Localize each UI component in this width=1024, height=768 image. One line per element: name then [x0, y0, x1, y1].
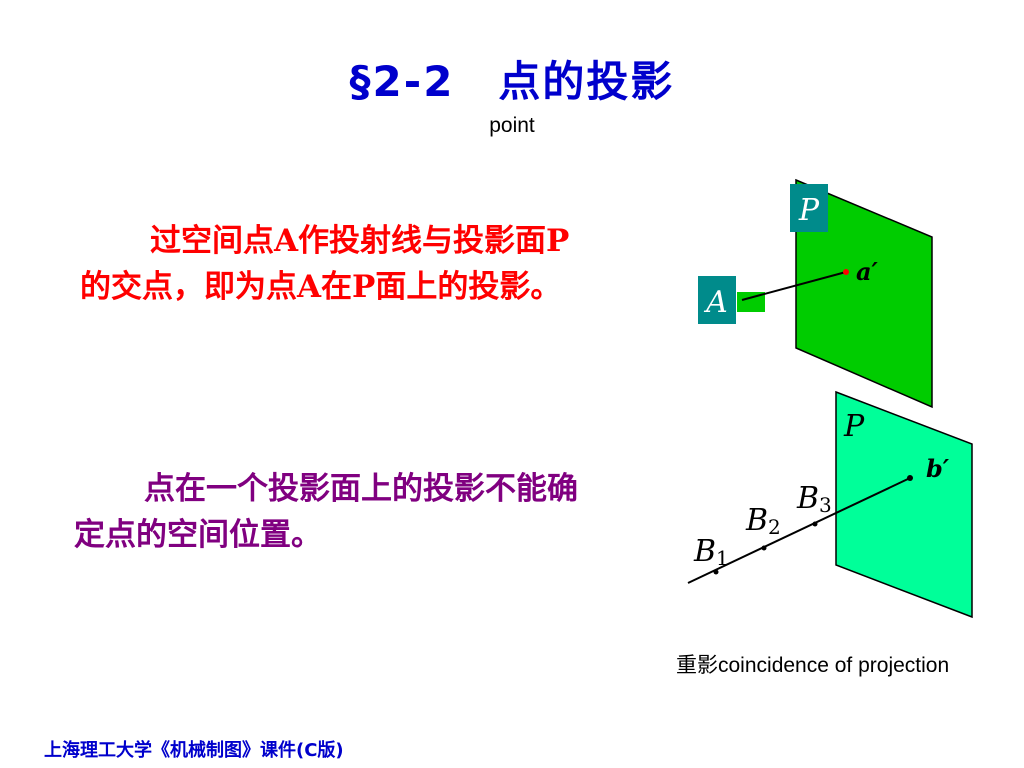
point-a-block — [737, 292, 765, 312]
page-subtitle: point — [489, 114, 535, 137]
projection-definition-text: 过空间点A作投射线与投影面P的交点，即为点A在P面上的投影。 — [80, 218, 600, 310]
label-b3: B3 — [796, 481, 832, 517]
caption-english: coincidence of projection — [718, 654, 950, 677]
projection-point-b — [907, 475, 913, 481]
projection-point-a — [843, 269, 849, 275]
projection-ray-b — [687, 477, 911, 584]
label-b-prime: b′ — [926, 454, 950, 483]
figure-points-b: P b′ B1 B2 B3 — [687, 390, 973, 619]
label-box-a — [698, 276, 736, 324]
plane-p-lower — [835, 390, 973, 619]
label-box-p-upper — [790, 184, 828, 232]
plane-p-upper — [795, 178, 933, 409]
label-b2: B2 — [745, 503, 781, 539]
label-b1: B1 — [693, 534, 729, 570]
label-a: A — [703, 285, 728, 320]
page-title: §2-2 点的投影 — [349, 57, 675, 106]
footer-course-credit: 上海理工大学《机械制图》课件(C版) — [44, 740, 344, 761]
projection-ray-a — [741, 271, 847, 301]
coincidence-note-text: 点在一个投影面上的投影不能确定点的空间位置。 — [74, 466, 604, 558]
figure-point-a: P A a′ — [698, 178, 933, 409]
label-p-lower: P — [843, 409, 865, 444]
definition-text: 过空间点A作投射线与投影面P的交点，即为点A在P面上的投影。 — [80, 223, 570, 305]
label-a-prime: a′ — [856, 257, 879, 286]
caption-chinese: 重影 — [676, 653, 718, 677]
point-b3 — [812, 521, 818, 527]
point-b1 — [713, 569, 719, 575]
label-p-upper: P — [798, 193, 820, 228]
point-b2 — [761, 545, 767, 551]
note-text: 点在一个投影面上的投影不能确定点的空间位置。 — [74, 471, 578, 553]
coincidence-caption: 重影coincidence of projection — [676, 649, 949, 679]
